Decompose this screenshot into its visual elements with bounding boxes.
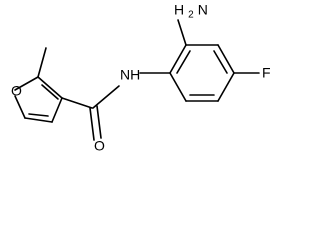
bond-c4-c5 xyxy=(24,117,53,123)
bond-o-c2 xyxy=(14,76,39,91)
double-bond-c4-c5-inner xyxy=(28,113,49,117)
molecule-canvas: O O NH H 2 N F xyxy=(11,0,271,154)
benzene-double-bond-b xyxy=(213,50,228,74)
benzene-ring xyxy=(169,44,235,102)
amino-label: H 2 N xyxy=(174,0,208,21)
benzene-bond-4 xyxy=(217,72,235,102)
methyl-bond xyxy=(37,47,47,78)
bond-c3-c4 xyxy=(51,97,63,123)
amino-n-label: N xyxy=(198,2,208,18)
fluorine-label: F xyxy=(262,65,271,81)
furan-oxygen-label: O xyxy=(11,83,22,99)
bond-carbonyl-nh xyxy=(92,85,120,109)
benzene-double-bond-a xyxy=(176,50,191,74)
amino-bond xyxy=(177,19,187,46)
amino-h-label: H xyxy=(174,2,184,18)
amino-subscript-label: 2 xyxy=(188,10,194,21)
amide-nh-label: NH xyxy=(120,67,140,83)
bond-c2-c3 xyxy=(37,76,63,99)
double-bond-c2-c3-inner xyxy=(41,84,59,100)
benzene-bond-3 xyxy=(217,44,235,74)
benzene-bond-1 xyxy=(169,44,187,74)
carbonyl-double-bond-1 xyxy=(89,107,95,141)
furan-ring xyxy=(14,76,63,123)
bond-o-c5 xyxy=(14,95,26,119)
molecule-structure: O O NH H 2 N F xyxy=(11,0,271,154)
benzene-bond-6 xyxy=(169,72,187,102)
carbonyl-oxygen-label: O xyxy=(94,138,105,154)
carbonyl-double-bond-2 xyxy=(96,105,102,139)
bond-c3-carbonyl xyxy=(61,97,93,109)
